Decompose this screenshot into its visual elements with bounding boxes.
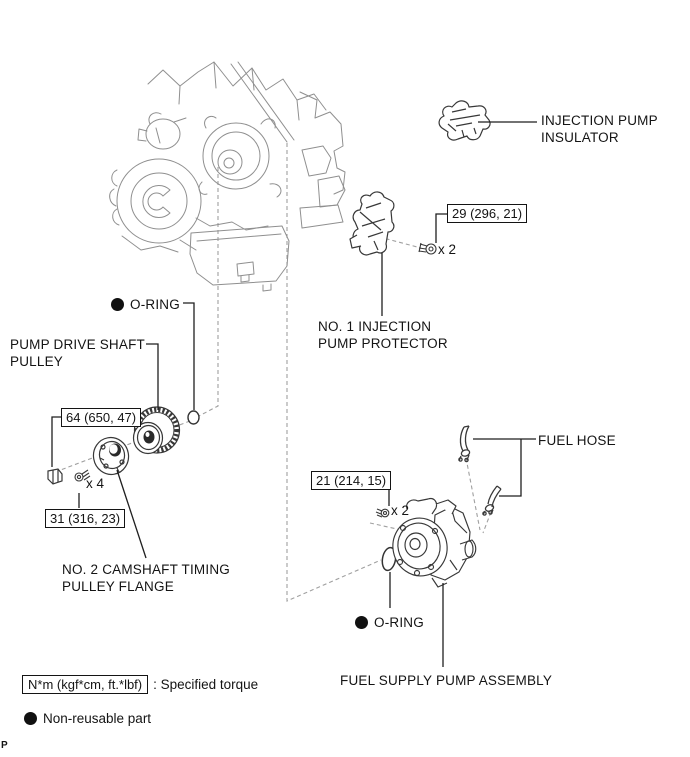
bolt-icon <box>375 508 390 518</box>
legend-torque-caption: : Specified torque <box>153 677 259 692</box>
qty-flange-bolts: x 4 <box>86 476 105 491</box>
bolt-icon <box>418 242 437 255</box>
label-o-ring-top: O-RING <box>111 296 180 313</box>
o-ring-part-top <box>187 410 200 425</box>
torque-spec-protector-bolts: 29 (296, 21) <box>447 204 528 223</box>
label-o-ring-bottom: O-RING <box>355 614 424 631</box>
injection-pump-insulator-part <box>438 100 491 141</box>
non-reusable-dot-icon <box>111 298 124 311</box>
non-reusable-dot-icon <box>24 712 37 725</box>
legend-torque-unit-box: N*m (kgf*cm, ft.*lbf) <box>22 675 149 694</box>
label-no1-injection-pump-protector: NO. 1 INJECTION PUMP PROTECTOR <box>318 319 448 351</box>
label-fuel-supply-pump-assembly: FUEL SUPPLY PUMP ASSEMBLY <box>340 673 553 688</box>
camshaft-timing-pulley-flange-part <box>92 436 130 476</box>
legend-non-reusable-text: Non-reusable part <box>43 711 152 726</box>
label-no2-camshaft-timing-pulley-flange: NO. 2 CAMSHAFT TIMING PULLEY FLANGE <box>62 562 230 594</box>
qty-protector-bolts: x 2 <box>438 242 457 257</box>
qty-pump-bolts: x 2 <box>391 503 410 518</box>
pump-drive-shaft-pulley-part <box>132 406 181 455</box>
engine-illustration <box>109 61 346 292</box>
leader-lines <box>51 121 537 667</box>
no1-injection-pump-protector-part <box>349 191 395 256</box>
torque-spec-pulley-nut: 64 (650, 47) <box>61 408 142 427</box>
label-pump-drive-shaft-pulley: PUMP DRIVE SHAFT PULLEY <box>10 337 145 369</box>
torque-spec-flange-bolts: 31 (316, 23) <box>45 509 126 528</box>
o-ring-top-text: O-RING <box>130 297 180 312</box>
legend-non-reusable: Non-reusable part <box>24 711 151 726</box>
fuel-hose-part-2 <box>482 485 502 516</box>
non-reusable-dot-icon <box>355 616 368 629</box>
o-ring-bottom-text: O-RING <box>374 615 424 630</box>
fuel-hose-part-1 <box>458 425 471 463</box>
page-marker: P <box>1 740 8 751</box>
torque-spec-pump-bolts: 21 (214, 15) <box>311 471 392 490</box>
legend-specified-torque: N*m (kgf*cm, ft.*lbf) : Specified torque <box>22 675 258 694</box>
o-ring-part-bottom <box>381 546 397 572</box>
label-fuel-hose: FUEL HOSE <box>538 433 616 448</box>
label-injection-pump-insulator: INJECTION PUMP INSULATOR <box>541 113 658 145</box>
fuel-supply-pump-part <box>392 497 477 588</box>
nut-icon <box>47 468 63 485</box>
bolt-icon <box>74 469 91 482</box>
